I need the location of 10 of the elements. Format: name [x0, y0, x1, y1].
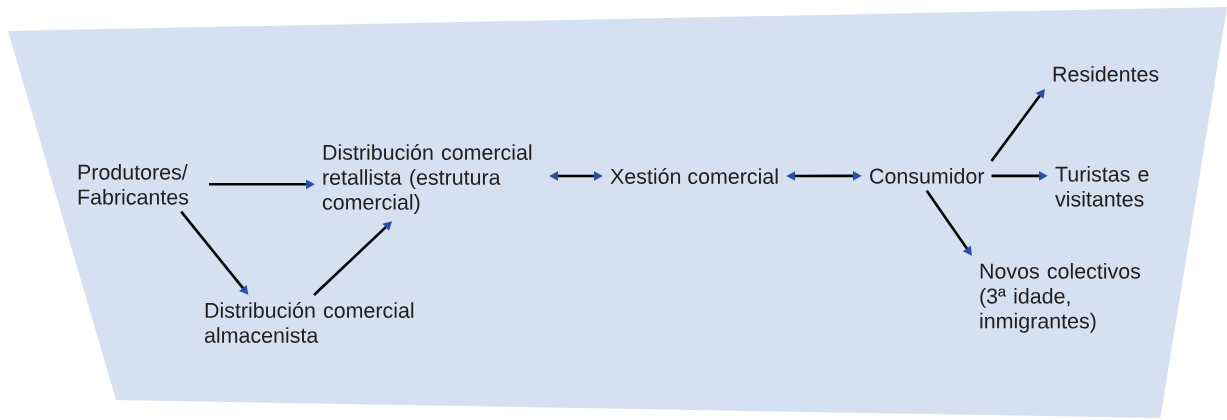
node-text: Residentes [1053, 66, 1159, 82]
node-text: Consumidor [870, 168, 985, 184]
node-text: Novos colectivos (3ª idade, inmigrantes) [980, 263, 1141, 333]
node-text: Distribución comercial retallista (estrutura comercial) [322, 144, 532, 215]
node-text: Produtores/ Fabricantes [78, 164, 189, 205]
node-text: Xestión comercial [610, 168, 778, 184]
arrow [180, 210, 249, 295]
node-text: Distribución comercial almacenista [204, 302, 414, 343]
arrow [925, 190, 972, 256]
node-text: Turistas e visitantes [1055, 166, 1149, 207]
